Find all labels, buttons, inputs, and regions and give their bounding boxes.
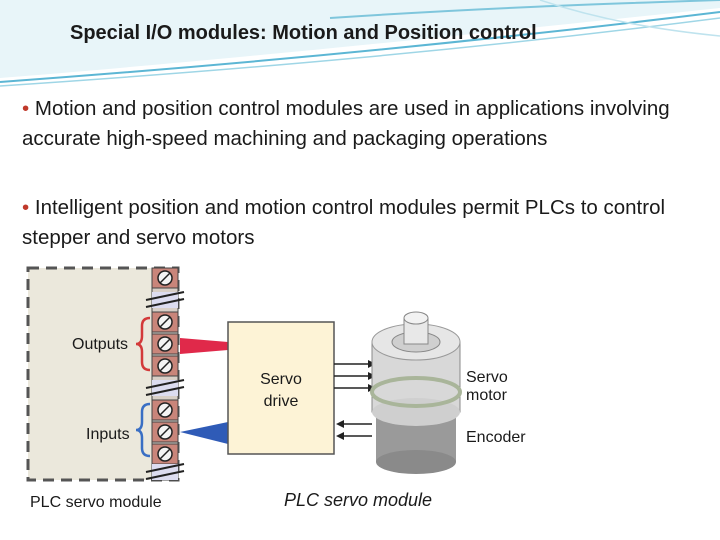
plc-servo-diagram: Outputs Inputs PLC servo module Servo dr… (26, 266, 526, 511)
servo-motor-icon (370, 311, 462, 474)
break-mark (145, 386, 185, 396)
terminal-screw-slot (159, 360, 171, 372)
terminal-screw-slot (159, 426, 171, 438)
bullet-text: Motion and position control modules are … (22, 97, 670, 150)
terminal-strip (145, 267, 185, 481)
header-swoosh-decoration (0, 0, 720, 87)
servo-motor-label-line2: motor (466, 387, 508, 404)
plc-module-label: PLC servo module (30, 494, 162, 511)
servo-drive-label-line1: Servo (260, 371, 302, 388)
inputs-label: Inputs (86, 426, 130, 443)
bullet-text: Intelligent position and motion control … (22, 196, 666, 249)
terminal-screw-slot (159, 448, 171, 460)
outputs-brace (135, 316, 151, 372)
outputs-label: Outputs (72, 336, 128, 353)
servo-motor-label-line1: Servo (466, 369, 508, 386)
terminal-screw-slot (159, 316, 171, 328)
break-mark (145, 379, 185, 389)
terminal-screw-slot (159, 338, 171, 350)
inputs-brace (135, 402, 151, 458)
terminal-screw-slot (159, 404, 171, 416)
output-signal-arrow (180, 338, 228, 354)
slide-title: Special I/O modules: Motion and Position… (70, 22, 537, 44)
bullet-marker: • (22, 97, 30, 120)
figure-caption: PLC servo module (284, 490, 433, 510)
servo-drive-box (227, 321, 335, 455)
bullet-item: • Motion and position control modules ar… (22, 94, 702, 154)
input-signal-arrow (180, 422, 228, 444)
drive-to-motor-arrows (334, 360, 376, 392)
break-mark (145, 470, 185, 480)
terminal-screw-slot (159, 272, 171, 284)
bullet-item: • Intelligent position and motion contro… (22, 193, 702, 253)
encoder-label: Encoder (466, 429, 526, 446)
break-mark (145, 463, 185, 473)
encoder-feedback-arrows (336, 420, 372, 440)
bullet-marker: • (22, 196, 30, 219)
servo-drive-label-line2: drive (264, 393, 299, 410)
break-mark (145, 298, 185, 308)
break-mark (145, 291, 185, 301)
